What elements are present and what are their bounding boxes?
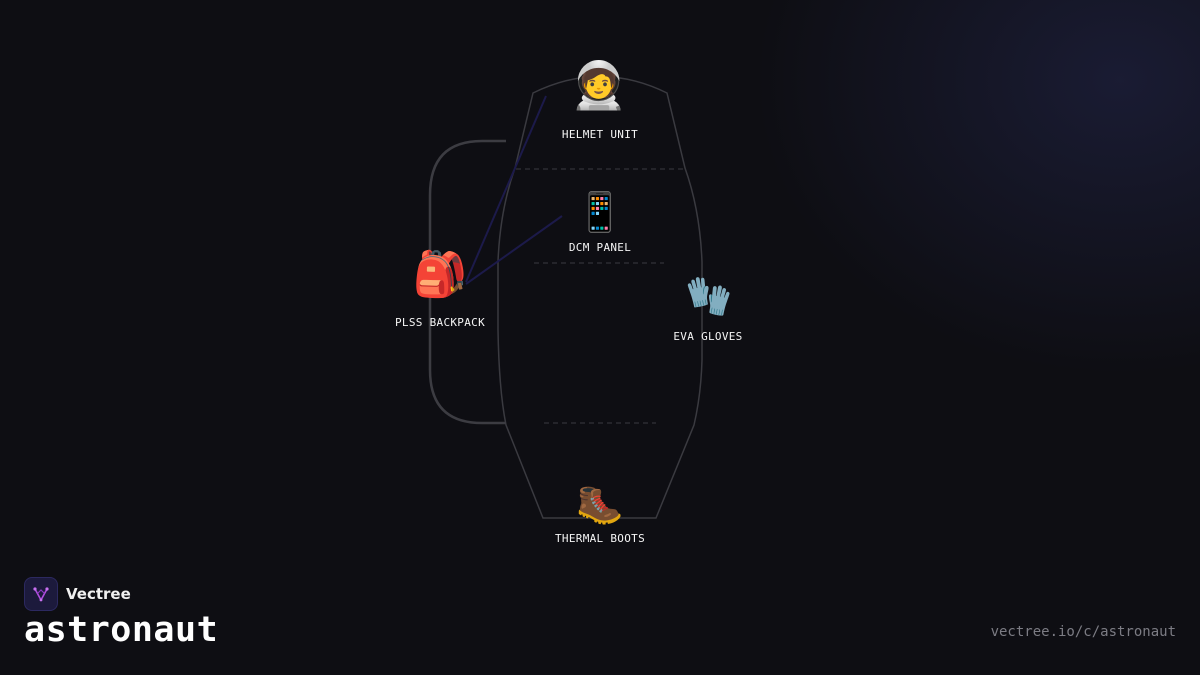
connector-backpack-helmet <box>465 95 547 283</box>
gloves-icon: 🧤 <box>685 274 733 318</box>
backpack-icon: 🎒 <box>412 249 468 300</box>
suit-outline <box>497 75 703 519</box>
connector-backpack-dcm <box>465 215 563 285</box>
mobile-phone-icon: 📱 <box>576 190 624 234</box>
backpack-frame <box>428 139 506 425</box>
astronaut-icon: 🧑‍🚀 <box>570 58 628 112</box>
brand: Vectree <box>24 577 131 611</box>
page-url[interactable]: vectree.io/c/astronaut <box>990 624 1176 640</box>
plss-backpack-label: PLSS BACKPACK <box>395 316 485 329</box>
thermal-boots-label: THERMAL BOOTS <box>555 532 645 545</box>
page-title: astronaut <box>24 610 219 650</box>
vectree-logo-icon <box>24 577 58 611</box>
dcm-panel-label: DCM PANEL <box>568 241 632 254</box>
brand-name: Vectree <box>66 585 131 603</box>
eva-gloves-label: EVA GLOVES <box>673 330 743 343</box>
helmet-unit-label: HELMET UNIT <box>561 128 639 141</box>
boots-icon: 🥾 <box>576 482 624 526</box>
